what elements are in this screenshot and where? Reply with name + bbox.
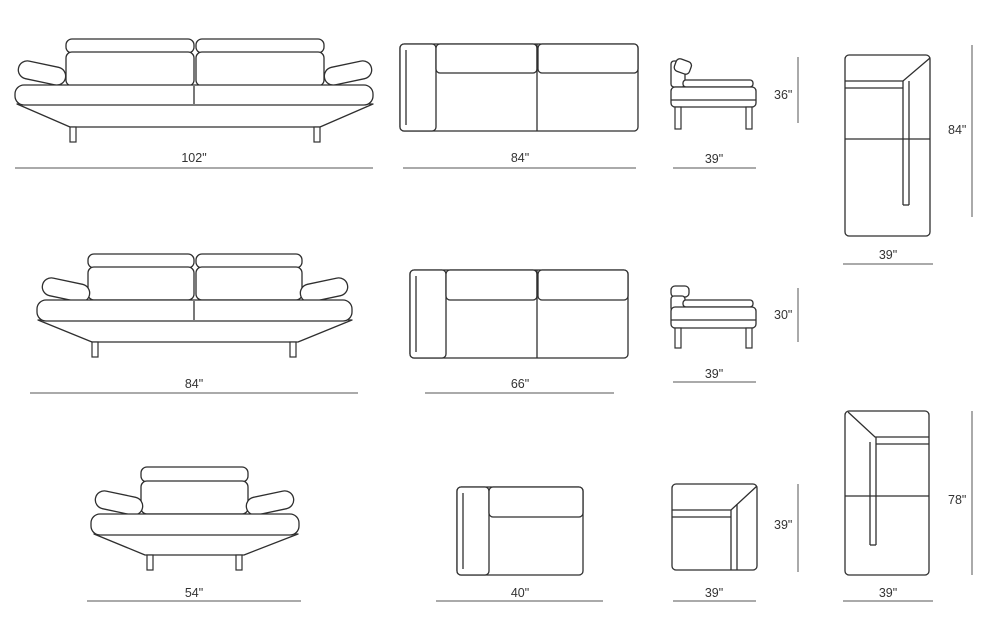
sofa-plan-view-large [399,43,639,132]
side-high-width-label: 39" [705,152,723,166]
sofa-front-view-medium [36,253,353,358]
sofa-large-width-label: 102" [181,151,206,165]
chaise-small-width-label: 39" [879,586,897,600]
side-low-width-label: 39" [705,367,723,381]
plan-small-width-label: 40" [511,586,529,600]
chaise-large-width-label: 39" [879,248,897,262]
corner-plan-view [671,483,758,571]
side-high-height-label: 36" [774,88,792,102]
corner-width-label: 39" [705,586,723,600]
sofa-plan-view-small [456,486,584,576]
chaise-large-length-label: 84" [948,123,966,137]
plan-medium-width-label: 66" [511,377,529,391]
sofa-front-view-small [90,466,300,571]
side-low-height-label: 30" [774,308,792,322]
chaise-plan-view-large [844,54,931,237]
plan-large-width-label: 84" [511,151,529,165]
sofa-small-width-label: 54" [185,586,203,600]
sofa-side-view-high [670,58,757,130]
sofa-side-view-low [670,285,757,349]
chaise-small-length-label: 78" [948,493,966,507]
sofa-plan-view-medium [409,269,629,359]
sofa-medium-width-label: 84" [185,377,203,391]
chaise-plan-view-small [844,410,930,576]
sofa-front-view-large [14,38,374,143]
corner-height-label: 39" [774,518,792,532]
